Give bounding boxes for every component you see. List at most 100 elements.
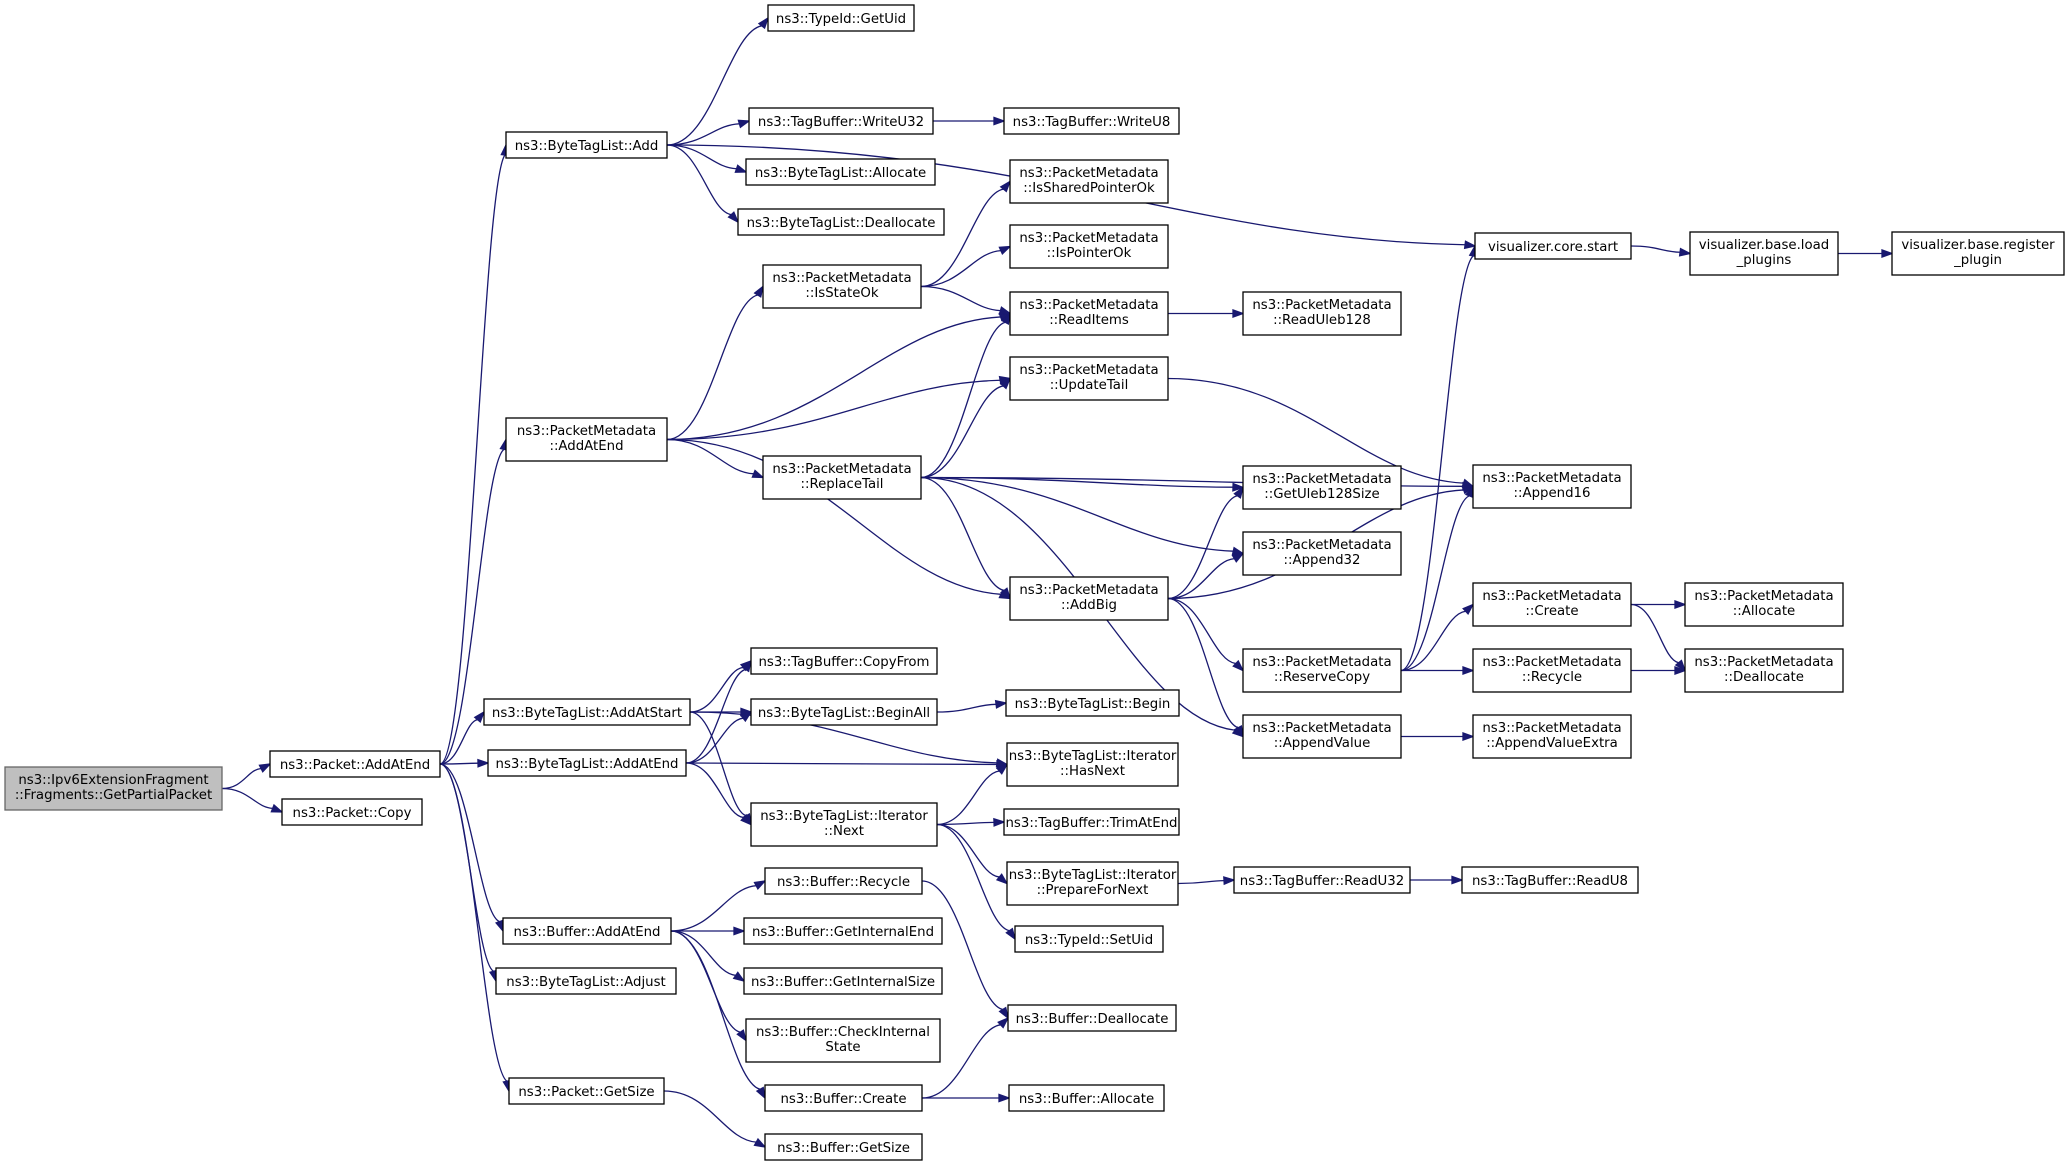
node-btl-beginall[interactable]: ns3::ByteTagList::BeginAll bbox=[750, 698, 938, 726]
node-label: ns3::PacketMetadata bbox=[1019, 583, 1158, 598]
node-btli-next[interactable]: ns3::ByteTagList::Iterator::Next bbox=[750, 802, 938, 847]
node-tb-readu32[interactable]: ns3::TagBuffer::ReadU32 bbox=[1233, 866, 1411, 894]
arrowhead bbox=[999, 180, 1012, 193]
node-label: ns3::PacketMetadata bbox=[1482, 471, 1621, 486]
node-pm-append16[interactable]: ns3::PacketMetadata::Append16 bbox=[1472, 464, 1632, 509]
node-box bbox=[743, 967, 943, 995]
node-buf-getsize[interactable]: ns3::Buffer::GetSize bbox=[764, 1133, 923, 1161]
node-btl-addatstart[interactable]: ns3::ByteTagList::AddAtStart bbox=[483, 698, 691, 726]
edge-line bbox=[1400, 610, 1466, 672]
node-label: ns3::ByteTagList::Deallocate bbox=[747, 216, 936, 231]
node-pkt-copy[interactable]: ns3::Packet::Copy bbox=[281, 798, 423, 826]
edge-line bbox=[936, 823, 1010, 932]
arrowhead bbox=[1000, 311, 1011, 326]
call-edge-btl_addatend-to-btli_hasnext bbox=[685, 759, 1009, 769]
node-typeid-setuid[interactable]: ns3::TypeId::SetUid bbox=[1014, 925, 1164, 953]
node-pkt-getsize[interactable]: ns3::Packet::GetSize bbox=[508, 1077, 665, 1105]
node-pm-updatetail[interactable]: ns3::PacketMetadata::UpdateTail bbox=[1009, 356, 1169, 401]
node-pm-deallocate[interactable]: ns3::PacketMetadata::Deallocate bbox=[1684, 648, 1844, 693]
node-label: ns3::Buffer::CheckInternal bbox=[756, 1025, 930, 1040]
node-label: ::AddBig bbox=[1061, 598, 1117, 613]
node-viz-load-plugins[interactable]: visualizer.base.load_plugins bbox=[1689, 231, 1839, 276]
node-box bbox=[1014, 925, 1164, 953]
call-edge-pkt_addatend-to-btl_addatstart bbox=[439, 710, 486, 765]
node-tb-writeu32[interactable]: ns3::TagBuffer::WriteU32 bbox=[748, 107, 934, 135]
call-edge-viz_load_plugins-to-viz_register_plugin bbox=[1837, 248, 1894, 259]
node-buf-allocate[interactable]: ns3::Buffer::Allocate bbox=[1008, 1084, 1165, 1112]
node-btl-deallocate[interactable]: ns3::ByteTagList::Deallocate bbox=[737, 208, 945, 236]
node-pm-readuleb128[interactable]: ns3::PacketMetadata::ReadUleb128 bbox=[1242, 291, 1402, 336]
node-btl-begin[interactable]: ns3::ByteTagList::Begin bbox=[1005, 689, 1180, 717]
node-pm-recycle[interactable]: ns3::PacketMetadata::Recycle bbox=[1472, 648, 1632, 693]
node-pm-appendvalueextra[interactable]: ns3::PacketMetadata::AppendValueExtra bbox=[1472, 714, 1632, 759]
call-edge-btli_preparefornext-to-tb_readu32 bbox=[1177, 876, 1236, 886]
arrowhead bbox=[1462, 665, 1475, 676]
node-tb-readu8[interactable]: ns3::TagBuffer::ReadU8 bbox=[1461, 866, 1639, 894]
edge-line bbox=[666, 25, 762, 146]
edge-line bbox=[1167, 597, 1239, 729]
node-label: ::IsStateOk bbox=[805, 286, 878, 301]
node-label: ns3::Buffer::GetInternalEnd bbox=[752, 925, 934, 940]
node-buf-deallocate[interactable]: ns3::Buffer::Deallocate bbox=[1007, 1004, 1177, 1032]
arrowhead bbox=[1233, 724, 1244, 739]
edge-line bbox=[221, 787, 273, 810]
call-edge-buf_recycle-to-buf_deallocate bbox=[921, 880, 1010, 1020]
edge-line bbox=[1167, 495, 1238, 600]
node-btl-add[interactable]: ns3::ByteTagList::Add bbox=[505, 131, 668, 159]
edge-line bbox=[920, 321, 1006, 479]
call-edge-pm_addbig-to-pm_getuleb128size bbox=[1167, 485, 1245, 600]
node-pm-issharedpointerok[interactable]: ns3::PacketMetadata::IsSharedPointerOk bbox=[1009, 159, 1169, 204]
node-label: ::ReserveCopy bbox=[1274, 670, 1370, 685]
node-box bbox=[1242, 291, 1402, 336]
node-btli-hasnext[interactable]: ns3::ByteTagList::Iterator::HasNext bbox=[1006, 742, 1179, 787]
node-box bbox=[1003, 808, 1180, 836]
node-buf-addatend[interactable]: ns3::Buffer::AddAtEnd bbox=[502, 917, 672, 945]
node-buf-getinternalend[interactable]: ns3::Buffer::GetInternalEnd bbox=[743, 917, 943, 945]
node-buf-create[interactable]: ns3::Buffer::Create bbox=[764, 1084, 923, 1112]
node-label: ns3::Packet::GetSize bbox=[518, 1085, 654, 1100]
node-label: ns3::PacketMetadata bbox=[1019, 231, 1158, 246]
node-box bbox=[1006, 742, 1179, 787]
node-pm-append32[interactable]: ns3::PacketMetadata::Append32 bbox=[1242, 531, 1402, 576]
call-edge-root-to-pkt_copy bbox=[221, 787, 284, 813]
node-viz-core-start[interactable]: visualizer.core.start bbox=[1474, 232, 1632, 260]
arrowhead bbox=[1881, 248, 1894, 259]
node-label: ns3::PacketMetadata bbox=[1694, 589, 1833, 604]
node-pkt-addatend[interactable]: ns3::Packet::AddAtEnd bbox=[269, 750, 441, 778]
node-pm-appendvalue[interactable]: ns3::PacketMetadata::AppendValue bbox=[1242, 714, 1402, 759]
call-edge-pm_isstateok-to-pm_ispointerok bbox=[920, 245, 1012, 288]
node-btl-allocate[interactable]: ns3::ByteTagList::Allocate bbox=[745, 158, 936, 186]
node-pm-isstateok[interactable]: ns3::PacketMetadata::IsStateOk bbox=[762, 264, 922, 309]
node-label: ::Fragments::GetPartialPacket bbox=[15, 788, 212, 803]
node-label: ns3::Packet::Copy bbox=[293, 806, 412, 821]
node-pm-addbig[interactable]: ns3::PacketMetadata::AddBig bbox=[1009, 576, 1169, 621]
node-btl-addatend[interactable]: ns3::ByteTagList::AddAtEnd bbox=[487, 749, 687, 777]
node-pm-allocate[interactable]: ns3::PacketMetadata::Allocate bbox=[1684, 582, 1844, 627]
node-viz-register-plugin[interactable]: visualizer.base.register_plugin bbox=[1891, 231, 2065, 276]
node-box bbox=[508, 1077, 665, 1105]
edge-line bbox=[670, 930, 736, 976]
node-btl-adjust[interactable]: ns3::ByteTagList::Adjust bbox=[495, 967, 677, 995]
call-edges bbox=[221, 16, 1894, 1148]
node-btli-preparefornext[interactable]: ns3::ByteTagList::Iterator::PrepareForNe… bbox=[1006, 861, 1179, 906]
call-edge-pm_reservecopy-to-pm_create bbox=[1400, 603, 1475, 672]
node-pm-readitems[interactable]: ns3::PacketMetadata::ReadItems bbox=[1009, 291, 1169, 336]
node-pm-create[interactable]: ns3::PacketMetadata::Create bbox=[1472, 582, 1632, 627]
node-pm-addatend[interactable]: ns3::PacketMetadata::AddAtEnd bbox=[505, 417, 668, 462]
node-tb-trimatend[interactable]: ns3::TagBuffer::TrimAtEnd bbox=[1003, 808, 1180, 836]
node-pm-getuleb128size[interactable]: ns3::PacketMetadata::GetUleb128Size bbox=[1242, 465, 1402, 510]
node-typeid-getuid[interactable]: ns3::TypeId::GetUid bbox=[767, 4, 915, 32]
node-label: ::GetUleb128Size bbox=[1264, 487, 1379, 502]
call-edge-pm_isstateok-to-pm_issharedpointerok bbox=[920, 180, 1012, 288]
node-box bbox=[1242, 531, 1402, 576]
node-buf-getinternalsize[interactable]: ns3::Buffer::GetInternalSize bbox=[743, 967, 943, 995]
node-pm-ispointerok[interactable]: ns3::PacketMetadata::IsPointerOk bbox=[1009, 224, 1169, 269]
node-tb-writeu8[interactable]: ns3::TagBuffer::WriteU8 bbox=[1003, 107, 1180, 135]
node-tb-copyfrom[interactable]: ns3::TagBuffer::CopyFrom bbox=[750, 647, 938, 675]
node-pm-reservecopy[interactable]: ns3::PacketMetadata::ReserveCopy bbox=[1242, 648, 1402, 693]
call-edge-pm_addatend-to-pm_isstateok bbox=[666, 284, 765, 441]
node-buf-recycle[interactable]: ns3::Buffer::Recycle bbox=[764, 867, 923, 895]
call-edge-btli_next-to-typeid_setuid bbox=[936, 823, 1017, 941]
node-pm-replacetail[interactable]: ns3::PacketMetadata::ReplaceTail bbox=[762, 455, 922, 500]
